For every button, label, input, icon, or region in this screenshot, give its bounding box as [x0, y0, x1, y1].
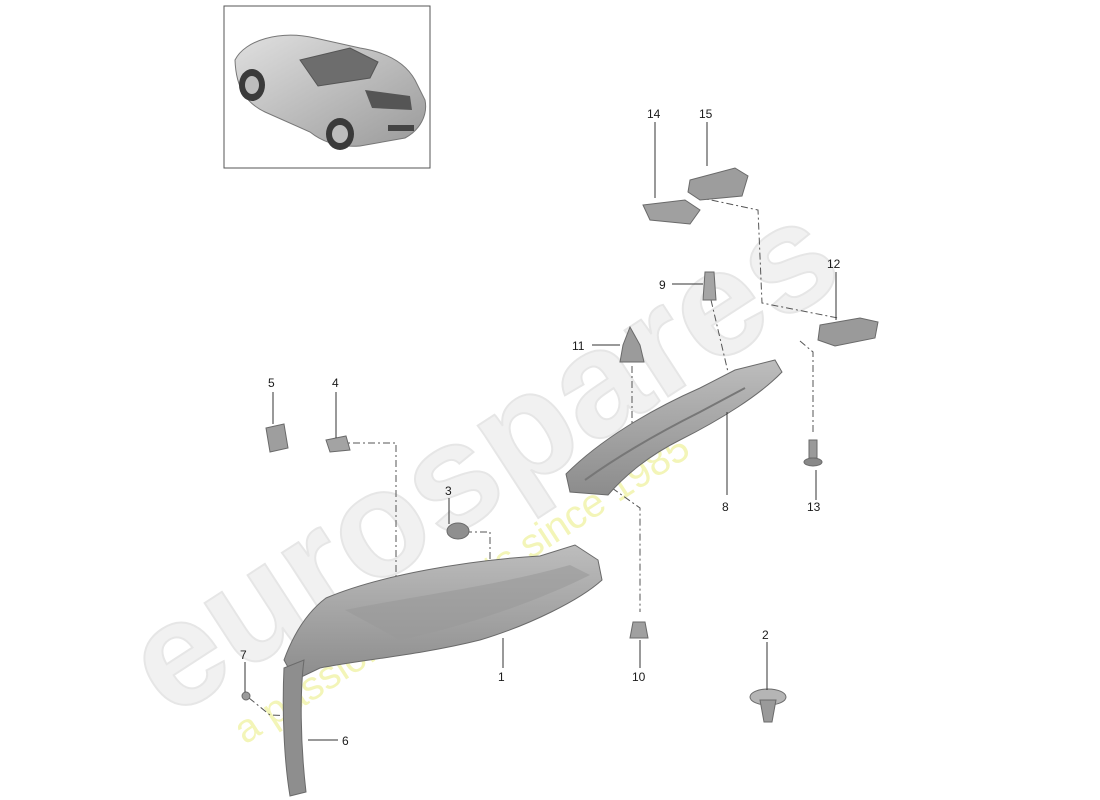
callout-5: 5 [268, 376, 275, 390]
part-1-lower-trim-panel [283, 544, 603, 681]
part-7-screw [241, 691, 251, 701]
car-illustration [234, 34, 427, 150]
callout-1: 1 [498, 670, 505, 684]
callout-15: 15 [699, 107, 713, 121]
callout-11: 11 [572, 339, 585, 353]
part-10-grommet [629, 621, 649, 639]
part-8-upper-trim-panel [565, 359, 783, 496]
callout-10: 10 [632, 670, 646, 684]
callout-12: 12 [827, 257, 841, 271]
part-12-bracket [817, 317, 879, 347]
part-15-cover [687, 167, 749, 201]
callout-6: 6 [342, 734, 349, 748]
callout-8: 8 [722, 500, 729, 514]
part-14-clip [642, 199, 701, 225]
part-13-screw [803, 439, 823, 467]
leader-lines [244, 122, 837, 741]
callouts: 1 2 3 4 5 6 7 8 9 10 11 12 13 14 15 [240, 107, 841, 748]
part-2-push-clip [749, 688, 787, 723]
callout-13: 13 [807, 500, 821, 514]
part-4-clip [325, 435, 351, 453]
callout-4: 4 [332, 376, 339, 390]
callout-7: 7 [240, 648, 247, 662]
callout-9: 9 [659, 278, 666, 292]
part-5-pad [265, 423, 289, 453]
watermark-brand: eurospares [96, 165, 866, 746]
callout-2: 2 [762, 628, 769, 642]
part-3-grommet [446, 522, 470, 540]
callout-14: 14 [647, 107, 661, 121]
part-11-clip [619, 325, 645, 363]
watermark: eurospares a passion for parts since 198… [95, 164, 867, 752]
part-9-pin [702, 271, 717, 301]
callout-3: 3 [445, 484, 452, 498]
assembly-lines [248, 196, 839, 717]
vehicle-thumbnail [223, 5, 431, 169]
part-6-trim-strip [282, 659, 307, 797]
